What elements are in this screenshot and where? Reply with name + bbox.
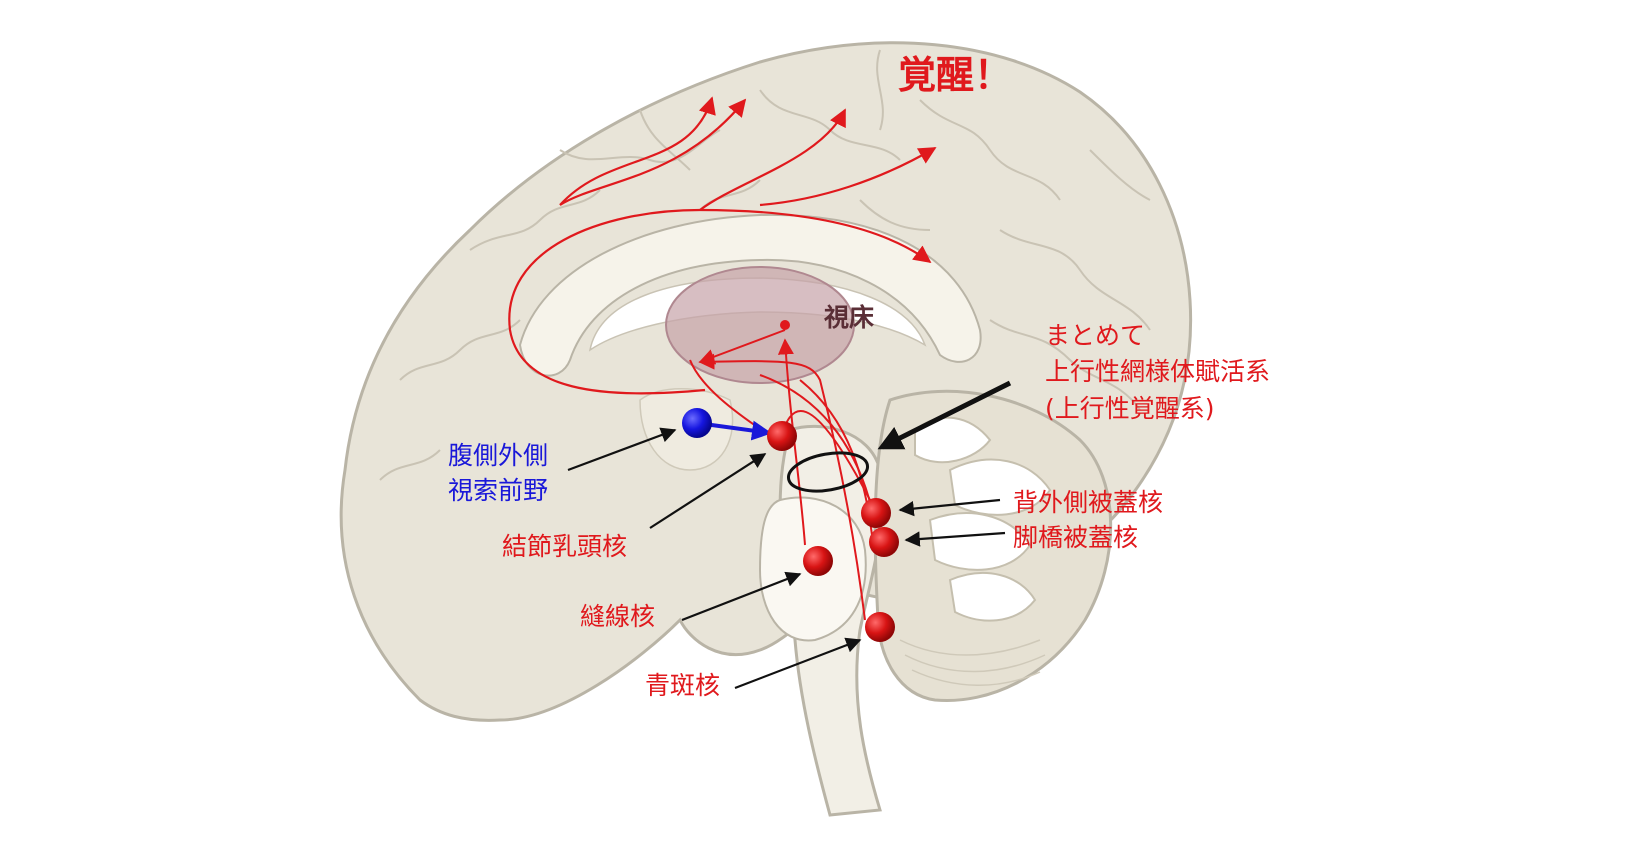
summary-label: まとめて 上行性網様体賦活系 (上行性覚醒系) [1045,318,1270,427]
ppt-label: 脚橋被蓋核 [1013,523,1139,552]
locus-coeruleus-label: 青斑核 [645,671,721,700]
ldt-label: 背外側被蓋核 [1013,488,1164,517]
corpus-callosum [518,213,982,377]
cerebellum-stripes [899,639,1046,686]
reticular-formation-loop [786,451,870,493]
summary-line-3: (上行性覚醒系) [1045,393,1215,423]
thalamus-center-dot [780,320,790,330]
locus-coeruleus-dot [865,612,895,642]
summary-line-2: 上行性網様体賦活系 [1045,357,1271,387]
tuberomammillary-label: 結節乳頭核 [502,532,628,561]
summary-arrow [877,380,1012,450]
ascending-pathways [508,96,937,395]
awakening-label: 覚醒！ [898,53,1013,97]
tuberomammillary-dot [767,421,797,451]
vlpo-line-1: 腹側外側 [448,441,549,470]
vlpo-line-2: 視索前野 [448,476,549,505]
label-arrows [567,427,1006,690]
ppt-dot [869,527,899,557]
raphe-label: 縫線核 [580,602,656,631]
raphe-dot [803,546,833,576]
ldt-dot [861,498,891,528]
vlpo-dot [682,408,712,438]
thalamus-label: 視床 [824,303,875,332]
cerebellum-folia [914,416,1052,622]
summary-line-1: まとめて [1045,321,1146,350]
vlpo-label: 腹側外側 視索前野 [448,438,548,508]
